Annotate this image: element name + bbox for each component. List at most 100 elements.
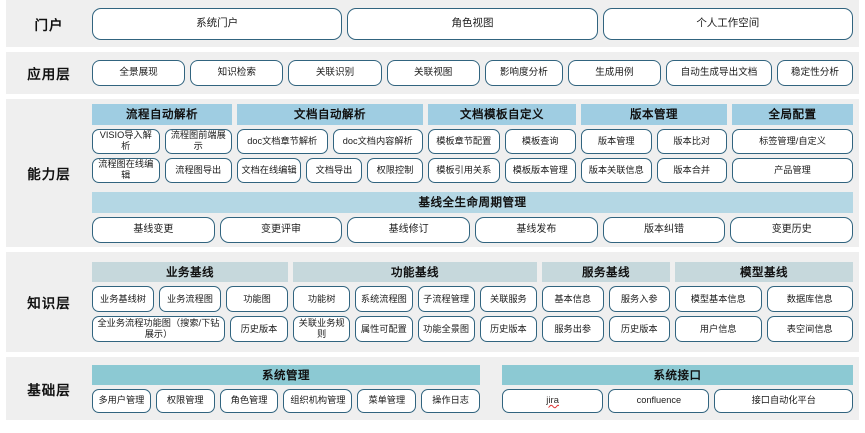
- know-1-0-3[interactable]: 关联服务: [479, 286, 537, 312]
- cap-2-0-1[interactable]: 模板查询: [504, 128, 576, 154]
- cap-2-1-1[interactable]: 模板版本管理: [504, 157, 576, 183]
- application-item-3[interactable]: 关联视图: [386, 60, 480, 86]
- knowledge-group-title-3: 模型基线: [675, 262, 853, 282]
- knowledge-group-title-1: 功能基线: [293, 262, 537, 282]
- base-0-0-3[interactable]: 组织机构管理: [283, 388, 353, 413]
- layer-application: 应用层 全景展现 知识检索 关联识别 关联视图 影响度分析 生成用例 自动生成导…: [6, 52, 859, 94]
- know-2-0-1[interactable]: 服务入参: [608, 286, 670, 312]
- base-group-system-interface: 系统接口 jira confluence 接口自动化平台: [502, 364, 853, 413]
- base-group-title-1: 系统接口: [502, 364, 853, 385]
- capability-lifecycle-group: 基线全生命周期管理 基线变更 变更评审 基线修订 基线发布 版本纠错 变更历史: [92, 191, 854, 243]
- cap-3-1-0[interactable]: 版本关联信息: [581, 157, 652, 183]
- know-1-0-1[interactable]: 系统流程图: [355, 286, 413, 312]
- know-1-1-1[interactable]: 属性可配置: [355, 316, 413, 342]
- know-0-0-2[interactable]: 功能图: [226, 286, 288, 312]
- capability-group-1-row-1: 文档在线编辑 文档导出 权限控制: [237, 157, 423, 183]
- cap-3-0-1[interactable]: 版本比对: [656, 128, 727, 154]
- knowledge-group-3-row-0: 模型基本信息 数据库信息: [675, 286, 853, 312]
- capability-group-document-parsing: 文档自动解析 doc文档章节解析 doc文档内容解析 文档在线编辑 文档导出 权…: [237, 103, 423, 183]
- know-3-0-1[interactable]: 数据库信息: [766, 286, 853, 312]
- application-row: 全景展现 知识检索 关联识别 关联视图 影响度分析 生成用例 自动生成导出文档 …: [92, 60, 854, 86]
- lifecycle-item-0[interactable]: 基线变更: [92, 216, 215, 243]
- cap-3-0-0[interactable]: 版本管理: [581, 128, 652, 154]
- knowledge-group-function-baseline: 功能基线 功能树 系统流程图 子流程管理 关联服务 关联业务规则 属性可配置 功…: [293, 262, 537, 342]
- application-item-4[interactable]: 影响度分析: [484, 60, 563, 86]
- base-group-0-row-0: 多用户管理 权限管理 角色管理 组织机构管理 菜单管理 操作日志: [92, 388, 481, 413]
- know-1-0-2[interactable]: 子流程管理: [417, 286, 475, 312]
- cap-1-1-1[interactable]: 文档导出: [306, 157, 362, 183]
- application-item-2[interactable]: 关联识别: [288, 60, 382, 86]
- cap-4-0-0[interactable]: 标签管理/自定义: [732, 128, 853, 154]
- layer-body-application: 全景展现 知识检索 关联识别 关联视图 影响度分析 生成用例 自动生成导出文档 …: [92, 60, 854, 86]
- cap-0-1-1[interactable]: 流程图导出: [164, 157, 232, 183]
- layer-label-portal: 门户: [34, 17, 64, 33]
- base-1-0-2[interactable]: 接口自动化平台: [714, 388, 853, 413]
- knowledge-group-business-baseline: 业务基线 业务基线树 业务流程图 功能图 全业务流程功能图（搜索/下钻展示） 历…: [92, 262, 288, 342]
- cap-2-1-0[interactable]: 模板引用关系: [428, 157, 500, 183]
- knowledge-group-2-row-1: 服务出参 历史版本: [542, 316, 670, 342]
- cap-3-1-1[interactable]: 版本合并: [656, 157, 727, 183]
- knowledge-group-2-row-0: 基本信息 服务入参: [542, 286, 670, 312]
- application-item-7[interactable]: 稳定性分析: [777, 60, 854, 86]
- application-item-5[interactable]: 生成用例: [567, 60, 662, 86]
- base-0-0-0[interactable]: 多用户管理: [92, 388, 151, 413]
- know-2-1-1[interactable]: 历史版本: [608, 316, 670, 342]
- know-0-0-0[interactable]: 业务基线树: [92, 286, 154, 312]
- capability-lifecycle-row: 基线变更 变更评审 基线修订 基线发布 版本纠错 变更历史: [92, 216, 854, 243]
- knowledge-group-0-row-1: 全业务流程功能图（搜索/下钻展示） 历史版本: [92, 316, 288, 342]
- layer-label-capability: 能力层: [27, 167, 71, 182]
- base-1-0-0-jira[interactable]: jira: [502, 388, 604, 413]
- layer-body-knowledge: 业务基线 业务基线树 业务流程图 功能图 全业务流程功能图（搜索/下钻展示） 历…: [92, 262, 853, 342]
- capability-group-version-management: 版本管理 版本管理 版本比对 版本关联信息 版本合并: [581, 103, 727, 183]
- lifecycle-item-4[interactable]: 版本纠错: [602, 216, 726, 243]
- know-0-1-1[interactable]: 历史版本: [230, 316, 288, 342]
- capability-group-global-config: 全局配置 标签管理/自定义 产品管理: [732, 103, 853, 183]
- cap-2-0-0[interactable]: 模板章节配置: [428, 128, 500, 154]
- know-1-1-2[interactable]: 功能全景图: [417, 316, 475, 342]
- know-3-1-0[interactable]: 用户信息: [675, 316, 762, 342]
- know-2-1-0[interactable]: 服务出参: [542, 316, 604, 342]
- knowledge-group-title-2: 服务基线: [542, 262, 670, 282]
- lifecycle-item-3[interactable]: 基线发布: [475, 216, 598, 243]
- lifecycle-item-5[interactable]: 变更历史: [730, 216, 854, 243]
- portal-item-2[interactable]: 个人工作空间: [602, 7, 853, 40]
- application-item-1[interactable]: 知识检索: [190, 60, 284, 86]
- know-3-1-1[interactable]: 表空间信息: [766, 316, 853, 342]
- knowledge-group-service-baseline: 服务基线 基本信息 服务入参 服务出参 历史版本: [542, 262, 670, 342]
- capability-group-title-0: 流程自动解析: [92, 103, 232, 125]
- base-0-0-1[interactable]: 权限管理: [155, 388, 215, 413]
- cap-4-1-0[interactable]: 产品管理: [732, 157, 853, 183]
- base-0-0-5[interactable]: 操作日志: [421, 388, 481, 413]
- application-item-0[interactable]: 全景展现: [92, 60, 186, 86]
- cap-1-1-0[interactable]: 文档在线编辑: [237, 157, 301, 183]
- cap-0-0-1[interactable]: 流程图前端展示: [164, 128, 232, 154]
- cap-1-0-0[interactable]: doc文档章节解析: [237, 128, 328, 154]
- base-0-0-2[interactable]: 角色管理: [219, 388, 279, 413]
- know-1-1-0[interactable]: 关联业务规则: [293, 316, 351, 342]
- know-3-0-0[interactable]: 模型基本信息: [675, 286, 762, 312]
- base-groups: 系统管理 多用户管理 权限管理 角色管理 组织机构管理 菜单管理 操作日志 系统…: [92, 364, 853, 413]
- know-0-1-0[interactable]: 全业务流程功能图（搜索/下钻展示）: [92, 316, 225, 342]
- portal-item-1[interactable]: 角色视图: [347, 7, 598, 40]
- capability-group-0-row-0: VISIO导入解析 流程图前端展示: [92, 128, 232, 154]
- know-1-1-3[interactable]: 历史版本: [479, 316, 537, 342]
- application-item-6[interactable]: 自动生成导出文档: [666, 60, 773, 86]
- base-1-0-1-confluence[interactable]: confluence: [608, 388, 710, 413]
- cap-0-1-0[interactable]: 流程图在线编辑: [92, 157, 160, 183]
- knowledge-group-0-row-0: 业务基线树 业务流程图 功能图: [92, 286, 288, 312]
- layer-capability: 能力层 流程自动解析 VISIO导入解析 流程图前端展示 流程图在线编辑 流程图…: [6, 99, 859, 247]
- cap-1-1-2[interactable]: 权限控制: [367, 157, 423, 183]
- know-2-0-0[interactable]: 基本信息: [542, 286, 604, 312]
- know-1-0-0[interactable]: 功能树: [293, 286, 351, 312]
- knowledge-groups: 业务基线 业务基线树 业务流程图 功能图 全业务流程功能图（搜索/下钻展示） 历…: [92, 262, 853, 342]
- portal-item-0[interactable]: 系统门户: [92, 7, 343, 40]
- cap-1-0-1[interactable]: doc文档内容解析: [332, 128, 423, 154]
- knowledge-group-3-row-1: 用户信息 表空间信息: [675, 316, 853, 342]
- know-0-0-1[interactable]: 业务流程图: [159, 286, 221, 312]
- knowledge-group-1-row-0: 功能树 系统流程图 子流程管理 关联服务: [293, 286, 537, 312]
- capability-group-process-parsing: 流程自动解析 VISIO导入解析 流程图前端展示 流程图在线编辑 流程图导出: [92, 103, 232, 183]
- base-0-0-4[interactable]: 菜单管理: [357, 388, 417, 413]
- lifecycle-item-1[interactable]: 变更评审: [219, 216, 343, 243]
- lifecycle-item-2[interactable]: 基线修订: [347, 216, 471, 243]
- cap-0-0-0[interactable]: VISIO导入解析: [92, 128, 160, 154]
